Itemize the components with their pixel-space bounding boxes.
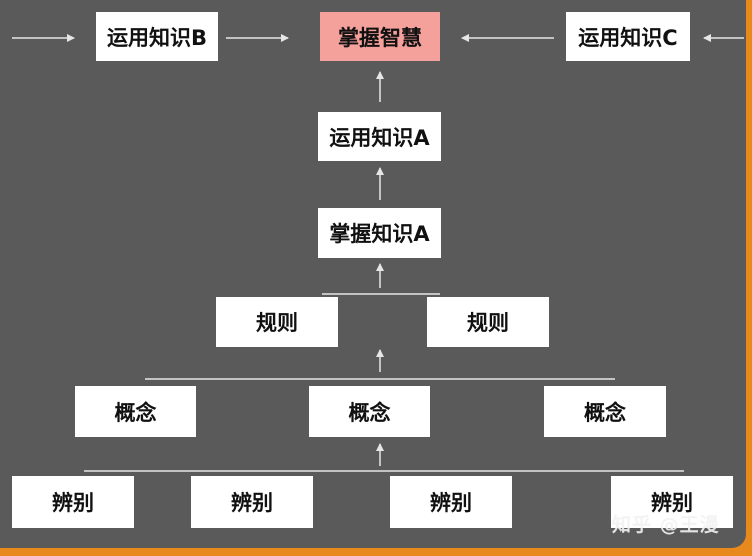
node-discern: 辨别: [12, 476, 134, 528]
node-discern: 辨别: [191, 476, 313, 528]
diagram-canvas: 运用知识B 掌握智慧 运用知识C 运用知识A 掌握知识A 规则 规则 概念 概念…: [0, 0, 746, 548]
node-apply-knowledge-c: 运用知识C: [566, 12, 690, 61]
node-rule: 规则: [216, 297, 338, 347]
watermark: 知乎 @王漫: [612, 514, 720, 536]
node-apply-knowledge-a: 运用知识A: [318, 112, 441, 161]
node-master-knowledge-a: 掌握知识A: [318, 208, 441, 258]
node-concept: 概念: [75, 386, 196, 437]
node-concept: 概念: [544, 386, 666, 437]
node-discern: 辨别: [611, 476, 733, 528]
node-master-wisdom: 掌握智慧: [320, 12, 440, 61]
node-apply-knowledge-b: 运用知识B: [96, 12, 218, 61]
node-rule: 规则: [427, 297, 549, 347]
node-discern: 辨别: [390, 476, 512, 528]
node-concept: 概念: [309, 386, 430, 437]
connector-layer: [12, 34, 744, 472]
